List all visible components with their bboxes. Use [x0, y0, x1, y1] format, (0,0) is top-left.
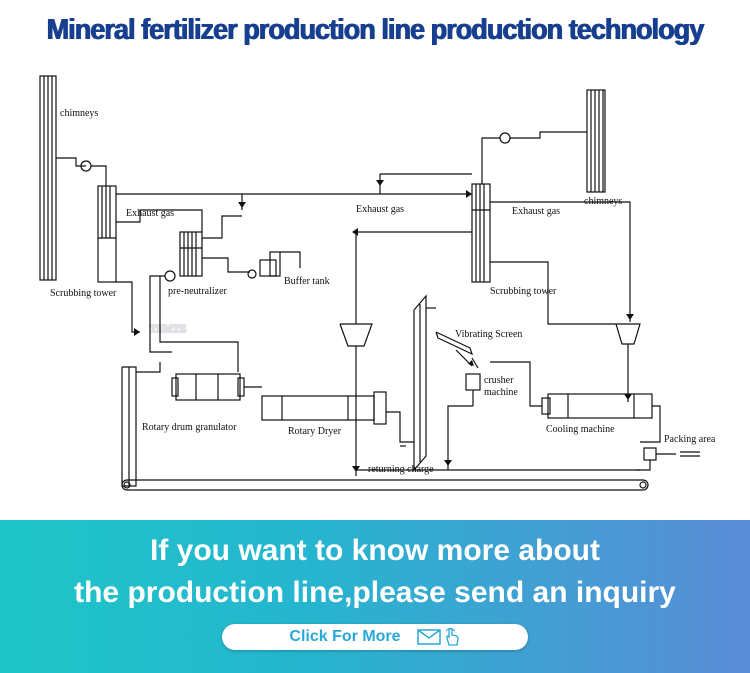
label-exhaust-gas-right: Exhaust gas	[512, 206, 560, 217]
inquiry-banner: If you want to know more about the produ…	[0, 520, 750, 673]
left-scrubbing-tower	[97, 185, 117, 283]
label-returning-charge: returning charge	[368, 464, 434, 475]
label-vibrating-screen: Vibrating Screen	[455, 329, 522, 340]
bottom-conveyor	[121, 479, 649, 491]
label-crusher-line1: crusher	[484, 375, 514, 386]
right-chimney	[586, 89, 606, 193]
pre-neutralizer-vessel	[179, 231, 203, 277]
right-scrubbing-tower	[471, 183, 491, 283]
page-title: Mineral fertilizer production line produ…	[46, 13, 705, 46]
flow-arrows	[134, 180, 634, 472]
buffer-tank	[247, 251, 301, 279]
label-chimneys-left: chimneys	[60, 108, 98, 119]
right-fan-icon	[499, 132, 511, 144]
label-cooling-machine: Cooling machine	[546, 424, 615, 435]
label-exhaust-gas-left: Exhaust gas	[126, 208, 174, 219]
vibrating-screen-icon	[435, 331, 474, 356]
rotary-drum-granulator	[171, 373, 245, 401]
rotary-dryer	[261, 391, 387, 425]
label-scrubbing-tower-left: Scrubbing tower	[50, 288, 117, 299]
label-rotary-dryer: Rotary Dryer	[288, 426, 342, 437]
right-cyclone	[615, 323, 641, 345]
left-chimney	[39, 75, 57, 281]
pointer-hand-icon	[445, 627, 459, 646]
process-flow-diagram: TEMTE	[39, 75, 716, 491]
crusher-machine	[465, 373, 481, 406]
label-pre-neutralizer: pre-neutralizer	[168, 286, 228, 297]
left-bucket-elevator	[121, 366, 137, 487]
label-chimneys-right: chimneys	[584, 196, 622, 207]
banner-line-2: the production line,please send an inqui…	[74, 576, 676, 609]
label-exhaust-gas-mid: Exhaust gas	[356, 204, 404, 215]
middle-bucket-elevator	[413, 294, 427, 472]
cooling-machine	[541, 393, 653, 419]
click-for-more-button[interactable]: Click For More	[222, 624, 528, 650]
envelope-icon	[416, 629, 441, 645]
left-pump-icon	[164, 270, 176, 282]
banner-line-1: If you want to know more about	[150, 534, 600, 567]
label-packing-area: Packing area	[664, 434, 716, 445]
label-rotary-drum-granulator: Rotary drum granulator	[142, 422, 237, 433]
click-for-more-label: Click For More	[289, 628, 401, 645]
watermark: TEMTE	[150, 324, 186, 335]
label-buffer-tank: Buffer tank	[284, 276, 330, 287]
label-crusher-line2: machine	[484, 387, 518, 398]
label-scrubbing-tower-right: Scrubbing tower	[490, 286, 557, 297]
packing-area-unit	[636, 447, 700, 471]
mid-cyclone	[339, 323, 373, 347]
